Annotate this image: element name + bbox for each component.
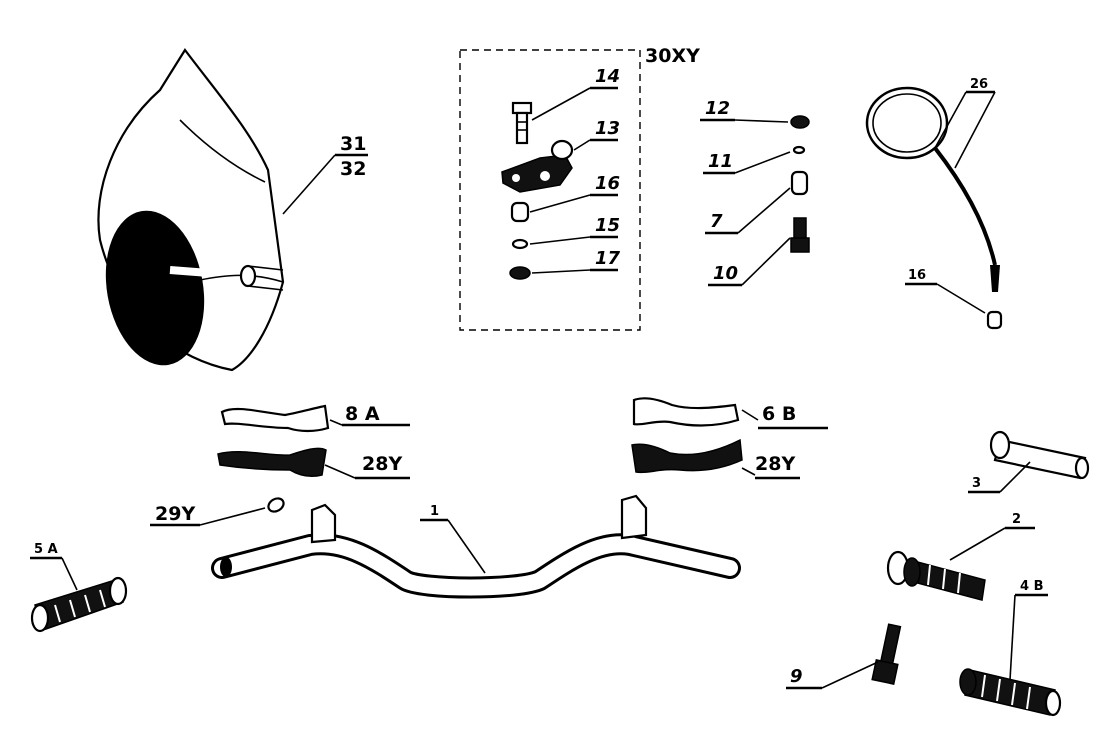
sleeve-29y xyxy=(267,497,285,513)
label-13: 13 xyxy=(595,118,620,139)
washer-15 xyxy=(511,238,529,250)
label-14: 14 xyxy=(595,66,620,87)
label-2: 2 xyxy=(1012,512,1021,527)
label-7: 7 xyxy=(710,211,723,232)
label-29y: 29Y xyxy=(155,503,195,525)
sleeve-16-b xyxy=(986,310,1003,330)
clamp-bracket-13 xyxy=(501,139,574,193)
bolt-10 xyxy=(790,217,810,253)
nut-12 xyxy=(790,115,810,129)
label-5a: 5 A xyxy=(34,542,58,557)
label-32: 32 xyxy=(340,158,366,180)
label-9: 9 xyxy=(790,666,803,687)
label-12: 12 xyxy=(705,98,730,119)
headlamp-shell xyxy=(97,48,285,372)
handlebar-1 xyxy=(211,494,741,599)
sleeve-16 xyxy=(510,201,530,223)
group-box-30xy xyxy=(459,49,641,331)
lever-28y-left xyxy=(217,447,327,478)
label-26: 26 xyxy=(970,77,988,92)
washer-11 xyxy=(792,145,806,155)
throttle-tube-3 xyxy=(989,430,1090,480)
lever-6b xyxy=(632,397,740,427)
label-10: 10 xyxy=(713,263,738,284)
nut-17 xyxy=(509,266,531,280)
label-28y-right: 28Y xyxy=(755,453,795,475)
label-11: 11 xyxy=(708,151,733,172)
label-6b: 6 B xyxy=(762,403,796,425)
label-8a: 8 A xyxy=(345,403,380,425)
sleeve-7 xyxy=(790,170,809,196)
lever-28y-right xyxy=(631,438,743,474)
grip-5a xyxy=(30,576,128,633)
grip-2 xyxy=(886,550,986,601)
label-30xy: 30XY xyxy=(645,45,700,67)
mirror-26 xyxy=(865,86,1000,292)
label-16-b: 16 xyxy=(908,268,926,283)
label-31: 31 xyxy=(340,133,366,155)
label-3: 3 xyxy=(972,476,981,491)
grip-4b xyxy=(959,668,1062,717)
label-15: 15 xyxy=(595,215,620,236)
label-17: 17 xyxy=(595,248,621,269)
bolt-14 xyxy=(511,101,533,145)
label-4b: 4 B xyxy=(1020,579,1043,594)
screw-9 xyxy=(871,623,902,685)
label-28y-left: 28Y xyxy=(362,453,402,475)
leader-31 xyxy=(282,154,336,215)
lever-8a xyxy=(220,404,330,433)
label-1: 1 xyxy=(430,504,439,519)
label-16-a: 16 xyxy=(595,173,620,194)
